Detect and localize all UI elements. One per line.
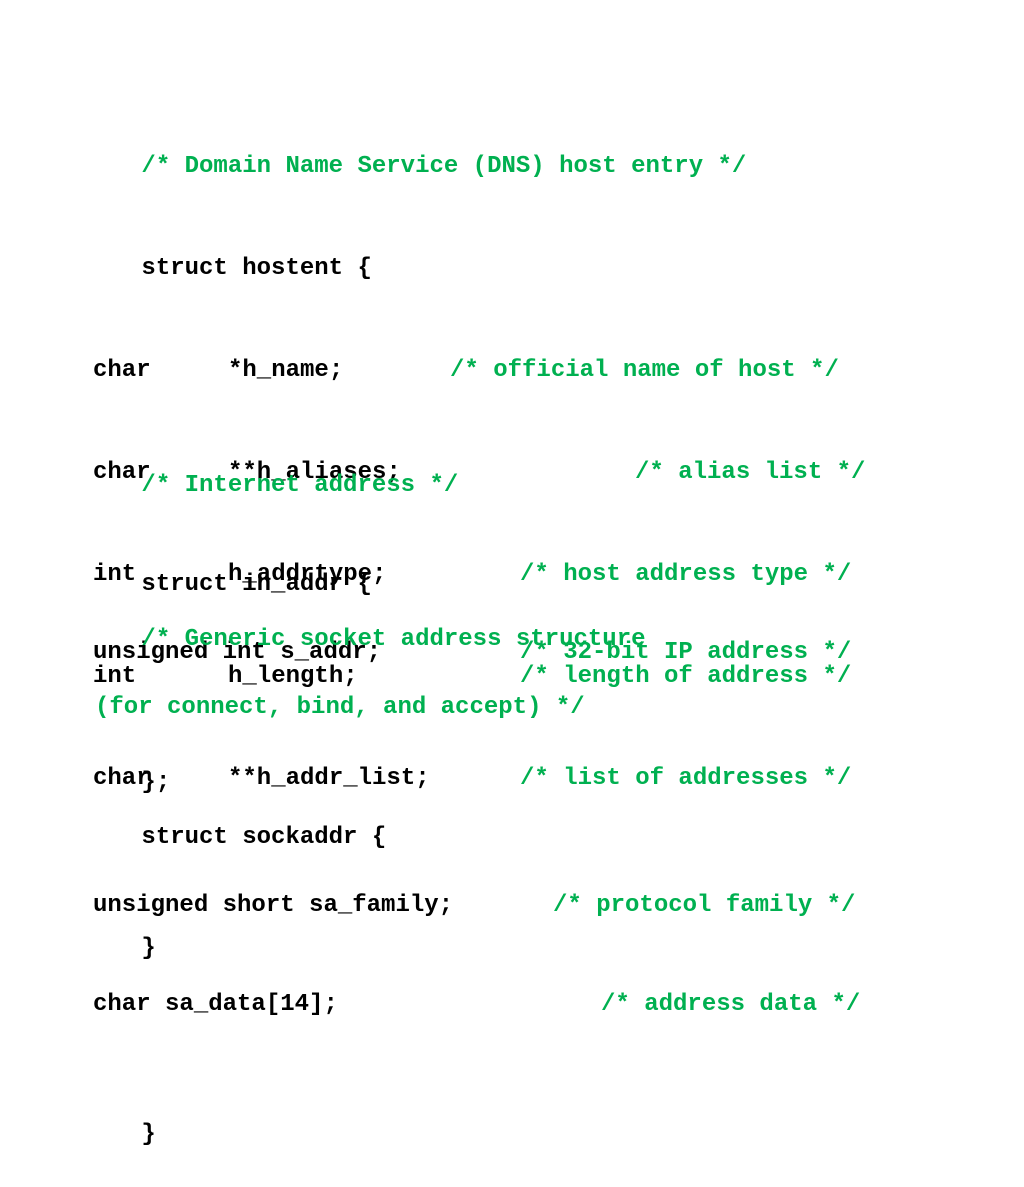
- hostent-header-comment: /* Domain Name Service (DNS) host entry …: [141, 153, 747, 180]
- field-declaration: unsigned short sa_family;: [93, 892, 454, 919]
- sockaddr-struct-open-line: struct sockaddr {: [55, 791, 646, 851]
- field-comment: /* host address type */: [520, 561, 852, 588]
- field-type: int: [93, 663, 137, 690]
- field-comment: /* alias list */: [635, 459, 866, 486]
- sockaddr-header-comment-line1: /* Generic socket address structure: [55, 593, 645, 653]
- field-comment: /* 32-bit IP address */: [520, 639, 852, 666]
- field-declaration: unsigned int s_addr;: [93, 639, 382, 666]
- sockaddr-header-comment-first: /* Generic socket address structure: [141, 626, 646, 653]
- sockaddr-field-row: char sa_data[14]; /* address data */: [55, 989, 860, 1020]
- field-comment: /* official name of host */: [450, 357, 839, 384]
- field-type: char: [93, 459, 151, 486]
- in-addr-struct-open-line: struct in_addr {: [55, 538, 458, 598]
- field-name: h_addrtype;: [228, 561, 387, 588]
- field-type: char: [93, 357, 151, 384]
- hostent-struct-open: struct hostent {: [141, 255, 372, 282]
- field-name: **h_aliases;: [228, 459, 401, 486]
- in-addr-struct-open: struct in_addr {: [141, 571, 372, 598]
- hostent-header-comment-line: /* Domain Name Service (DNS) host entry …: [55, 116, 746, 180]
- field-comment: /* address data */: [601, 991, 861, 1018]
- hostent-field-row: char **h_aliases; /* alias list */: [55, 456, 865, 490]
- in-addr-code-block: /* Internet address */ struct in_addr { …: [55, 371, 851, 835]
- sockaddr-header-comment-second: (for connect, bind, and accept) */: [95, 694, 585, 721]
- hostent-struct-open-line: struct hostent {: [55, 218, 746, 282]
- sockaddr-struct-close: }: [141, 1121, 156, 1148]
- field-comment: /* protocol family */: [553, 892, 856, 919]
- code-slide: /* Domain Name Service (DNS) host entry …: [55, 116, 866, 1148]
- field-name: h_length;: [228, 663, 358, 690]
- hostent-field-row: int h_addrtype; /* host address type */: [55, 558, 851, 592]
- field-declaration: char sa_data[14];: [93, 991, 338, 1018]
- sockaddr-header-comment-line2: (for connect, bind, and accept) */: [55, 692, 646, 723]
- field-name: *h_name;: [228, 357, 344, 384]
- sockaddr-code-block: /* Generic socket address structure (for…: [55, 525, 860, 1187]
- field-type: int: [93, 561, 137, 588]
- in-addr-header-comment: /* Internet address */: [141, 472, 459, 499]
- in-addr-header-comment-line: /* Internet address */: [55, 439, 458, 499]
- sockaddr-field-row: unsigned short sa_family; /* protocol fa…: [55, 890, 855, 921]
- field-comment: /* length of address */: [520, 663, 852, 690]
- in-addr-field-row: unsigned int s_addr; /* 32-bit IP addres…: [55, 637, 851, 668]
- hostent-field-row: char *h_name; /* official name of host *…: [55, 354, 839, 388]
- hostent-field-row: int h_length; /* length of address */: [55, 660, 851, 694]
- sockaddr-struct-open: struct sockaddr {: [141, 824, 387, 851]
- sockaddr-struct-close-line: }: [55, 1088, 646, 1148]
